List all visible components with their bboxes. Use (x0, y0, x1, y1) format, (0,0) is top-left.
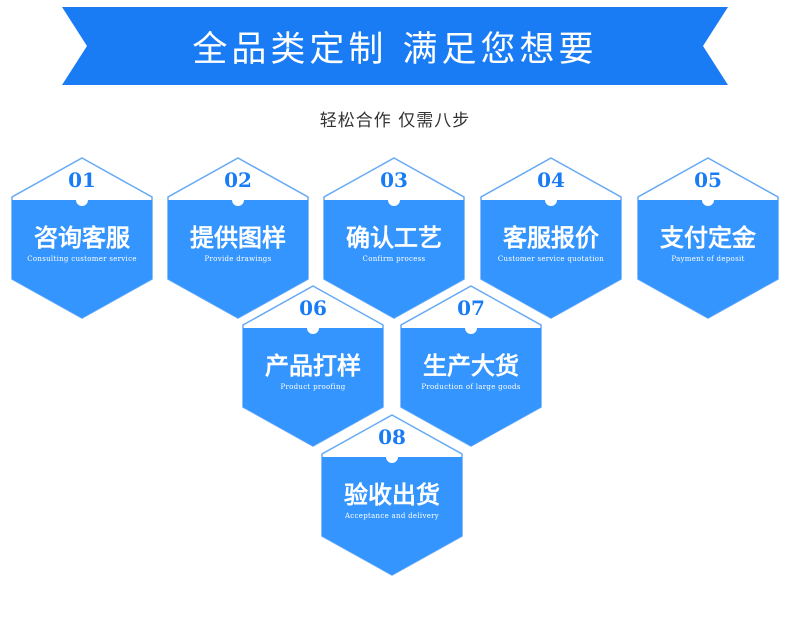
step-caption: Product proofing (280, 383, 346, 391)
step-03-process: 03 确认工艺 Confirm process (322, 156, 466, 320)
step-title: 咨询客服 (34, 223, 130, 252)
step-caption: Confirm process (362, 255, 426, 263)
step-01-consult: 01 咨询客服 Consulting customer service (10, 156, 154, 320)
step-caption: Consulting customer service (27, 255, 137, 263)
step-number: 06 (299, 296, 327, 320)
step-number: 08 (378, 425, 406, 449)
step-08-delivery: 08 验收出货 Acceptance and delivery (320, 413, 464, 577)
step-07-production: 07 生产大货 Production of large goods (399, 284, 543, 448)
hexagon-shape (11, 157, 153, 319)
step-number: 04 (537, 168, 565, 192)
step-title: 产品打样 (265, 351, 361, 380)
step-title: 生产大货 (423, 351, 519, 380)
step-title: 客服报价 (503, 223, 599, 252)
banner-ribbon (62, 7, 728, 85)
page-subtitle: 轻松合作 仅需八步 (319, 111, 471, 131)
hexagon-shape (400, 285, 542, 447)
step-title: 确认工艺 (346, 223, 442, 252)
step-caption: Provide drawings (204, 255, 272, 263)
step-number: 07 (457, 296, 485, 320)
banner-title: 全品类定制 满足您想要 (192, 29, 598, 70)
step-caption: Customer service quotation (497, 255, 605, 263)
step-06-proofing: 06 产品打样 Product proofing (241, 284, 385, 448)
hexagon-shape (323, 157, 465, 319)
step-number: 03 (380, 168, 408, 192)
step-title: 支付定金 (660, 223, 756, 252)
step-caption: Payment of deposit (671, 255, 745, 263)
step-caption: Production of large goods (421, 383, 521, 391)
step-caption: Acceptance and delivery (344, 512, 440, 520)
banner: 全品类定制 满足您想要 (0, 0, 790, 95)
step-02-drawings: 02 提供图样 Provide drawings (166, 156, 310, 320)
hexagon-shape (242, 285, 384, 447)
step-number: 05 (694, 168, 722, 192)
hexagon-shape (167, 157, 309, 319)
hexagon-shape (321, 414, 463, 576)
step-title: 提供图样 (190, 223, 286, 252)
step-number: 02 (224, 168, 252, 192)
step-title: 验收出货 (344, 480, 440, 509)
hexagon-shape (480, 157, 622, 319)
step-05-deposit: 05 支付定金 Payment of deposit (636, 156, 780, 320)
step-number: 01 (68, 168, 96, 192)
hexagon-shape (637, 157, 779, 319)
step-04-quotation: 04 客服报价 Customer service quotation (479, 156, 623, 320)
